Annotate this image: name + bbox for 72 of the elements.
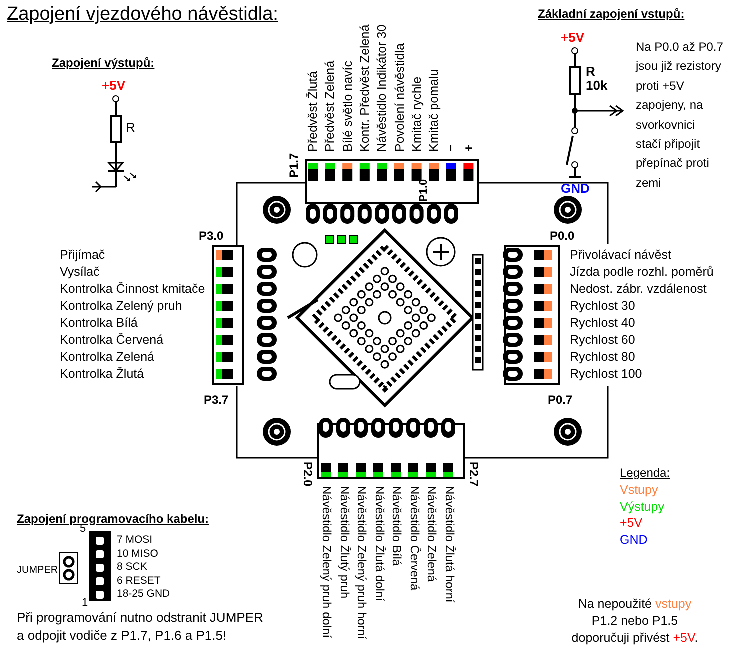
voltage-label: GND [561, 182, 590, 196]
note-text: doporučuji přivést [572, 631, 670, 645]
signal-label: Přivolávací návěst [570, 248, 672, 262]
pin-label: 7 MOSI [117, 534, 153, 547]
highlighted-text: +5V [673, 631, 695, 645]
signal-label: Nedost. zábr. vzdálenost [570, 282, 707, 296]
legend-item: Výstupy [620, 500, 664, 514]
port-label: P2.0 [301, 462, 315, 487]
signal-label: Návěstidlo Indikátor 30 [375, 24, 390, 152]
signal-label: Kontrolka Zelený pruh [60, 299, 182, 313]
signal-label: Kontrolka Červená [60, 333, 164, 347]
diagram-title: Zapojení vjezdového návěstidla: [7, 4, 278, 26]
section-heading: Základní zapojení vstupů: [538, 7, 685, 21]
pin-label: 10 MISO [117, 548, 158, 560]
signal-label: Jízda podle rozhl. poměrů [570, 265, 714, 279]
pin-number: 1 [82, 596, 88, 610]
port-label: P1.0 [418, 179, 430, 202]
signal-label: Předvěst Zelená [323, 60, 338, 152]
signal-label: Předvěst Žlutá [306, 71, 320, 152]
voltage-label: +5V [561, 31, 584, 45]
pin-label: 18-25 GND [117, 588, 170, 601]
jumper-label: JUMPER [17, 564, 58, 578]
signal-label: Návěstidlo Zelená [425, 486, 439, 582]
signal-label: Návěstidlo Zelený pruh horní [355, 486, 369, 640]
highlighted-text: vstupy [656, 597, 692, 611]
signal-label: Kontrolka Žlutá [60, 367, 144, 381]
port-label: P0.7 [548, 393, 573, 407]
signal-label: Kontrolka Bílá [60, 316, 138, 330]
port-label: P0.0 [550, 229, 575, 243]
note-text: P1.2 nebo P1.5 [592, 614, 678, 628]
signal-label: Rychlost 30 [570, 299, 636, 313]
signal-label: Návěstidlo Bílá [390, 486, 404, 566]
signal-label: Kontrolka Zelená [60, 350, 155, 364]
section-heading: Zapojení programovacího kabelu: [17, 512, 210, 526]
signal-label: Rychlost 100 [570, 367, 642, 381]
signal-label: Návěstidlo Zelený pruh dolní [320, 486, 334, 638]
component-label: 10k [586, 79, 608, 93]
legend-item: +5V [620, 516, 643, 530]
note-text: . [694, 631, 698, 645]
port-label: P2.7 [467, 462, 481, 487]
port-label: P3.7 [204, 393, 229, 407]
component-label: R [586, 65, 596, 79]
pin-label: 8 SCK [117, 561, 148, 574]
port-label: P1.7 [287, 153, 301, 178]
signal-label: Návěstidlo Žlutý pruh [338, 486, 352, 599]
signal-label: Rychlost 60 [570, 333, 636, 347]
legend-heading: Legenda: [620, 466, 670, 480]
note-text: Při programování nutno odstranit JUMPER a odpojit vodiče z P1.7, P1.6 a P1.5! [17, 609, 264, 645]
note-text: Na P0.0 až P0.7 jsou již rezistory proti +5V zapojeny, na svorkovnici stačí připojit přepínač proti zemi [636, 39, 724, 192]
polarity-label: − [444, 144, 458, 152]
legend-item: GND [620, 532, 648, 546]
signal-label: Přijímač [60, 248, 106, 262]
pin-label: 6 RESET [117, 574, 161, 588]
signal-label: Rychlost 40 [570, 316, 636, 330]
signal-label: Povolení návěstidla [392, 44, 406, 152]
signal-label: Návěstidlo Žlutá dolní [372, 486, 386, 602]
polarity-label: + [462, 144, 476, 152]
component-label: R [126, 121, 136, 135]
signal-label: Kontr. Předvěst Zelená [358, 24, 372, 152]
signal-label: Vysílač [60, 265, 100, 279]
signal-label: Návěstidlo Červená [408, 486, 422, 591]
signal-label: Kontrolka Činnost kmitače [60, 282, 206, 296]
note-text: Na nepoužité [578, 597, 652, 611]
legend-item: Vstupy [620, 483, 658, 497]
voltage-label: +5V [102, 79, 126, 93]
section-heading: Zapojení výstupů: [52, 56, 155, 70]
signal-label: Rychlost 80 [570, 350, 636, 364]
signal-label: Bílé světlo navíc [340, 60, 355, 152]
signal-label: Kmitač rychle [410, 76, 424, 152]
signal-label: Kmitač pomalu [427, 69, 442, 152]
port-label: P3.0 [199, 229, 224, 243]
signal-label: Návěstidlo Žlutá horní [442, 486, 456, 603]
